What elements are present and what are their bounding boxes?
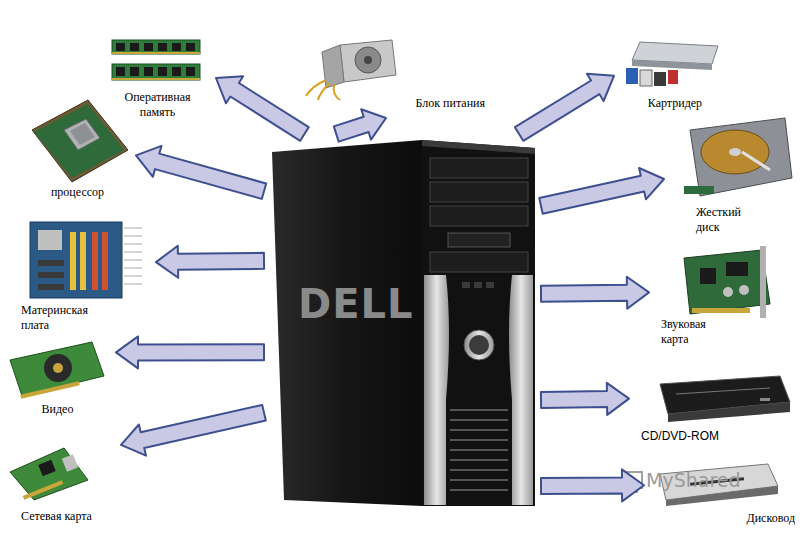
block-arrow — [116, 336, 264, 368]
cd-drive-illustration — [660, 376, 790, 422]
component-label: Картридер — [648, 96, 702, 110]
network-card-node: Сетевая карта — [5, 435, 115, 525]
card-reader-node: Картридер — [620, 35, 730, 112]
card-reader-illustration — [626, 42, 718, 86]
cd-drive-node: CD/DVD-ROM — [635, 365, 795, 445]
block-arrow — [334, 109, 386, 141]
block-arrow — [541, 277, 649, 309]
component-label: Жесткий диск — [696, 205, 758, 234]
video-card-illustration — [10, 342, 104, 399]
block-arrow — [541, 383, 629, 415]
component-label: Сетевая карта — [21, 509, 92, 523]
component-label: Материнская плата — [21, 303, 107, 332]
component-label: CD/DVD-ROM — [641, 429, 719, 443]
component-label: Блок питания — [416, 96, 485, 110]
component-label: Дисковод — [747, 511, 796, 525]
pc-tower-node: DELL — [270, 140, 535, 506]
block-arrow — [216, 76, 309, 141]
brand-logo: DELL — [298, 280, 414, 328]
network-card-illustration — [10, 448, 88, 500]
component-label: Оперативная память — [116, 90, 200, 119]
ram-illustration — [112, 40, 200, 80]
component-label: Видео — [42, 402, 74, 416]
cpu-illustration — [32, 100, 128, 182]
sound-card-node: Звуковая карта — [655, 245, 780, 348]
block-arrow — [541, 469, 644, 501]
block-arrow — [136, 146, 266, 199]
cpu-node: процессор — [25, 95, 130, 201]
block-arrow — [515, 74, 614, 141]
hdd-node: Жесткий диск — [670, 112, 795, 236]
floppy-node: Дисковод — [650, 455, 797, 527]
watermark: MyShared — [646, 469, 741, 491]
psu-illustration — [306, 40, 396, 100]
block-arrow — [121, 405, 266, 456]
hdd-illustration — [684, 118, 792, 196]
psu-node: Блок питания — [300, 30, 487, 112]
block-arrow — [156, 246, 264, 278]
component-label: процессор — [51, 185, 104, 199]
video-card-node: Видео — [5, 335, 110, 418]
motherboard-node: Материнская плата — [15, 218, 150, 334]
pc-tower — [272, 140, 535, 506]
ram-node: Оперативная память — [105, 35, 210, 121]
motherboard-illustration — [30, 222, 142, 298]
sound-card-illustration — [684, 246, 770, 318]
component-label: Звуковая карта — [661, 317, 721, 346]
block-arrow — [539, 168, 664, 214]
